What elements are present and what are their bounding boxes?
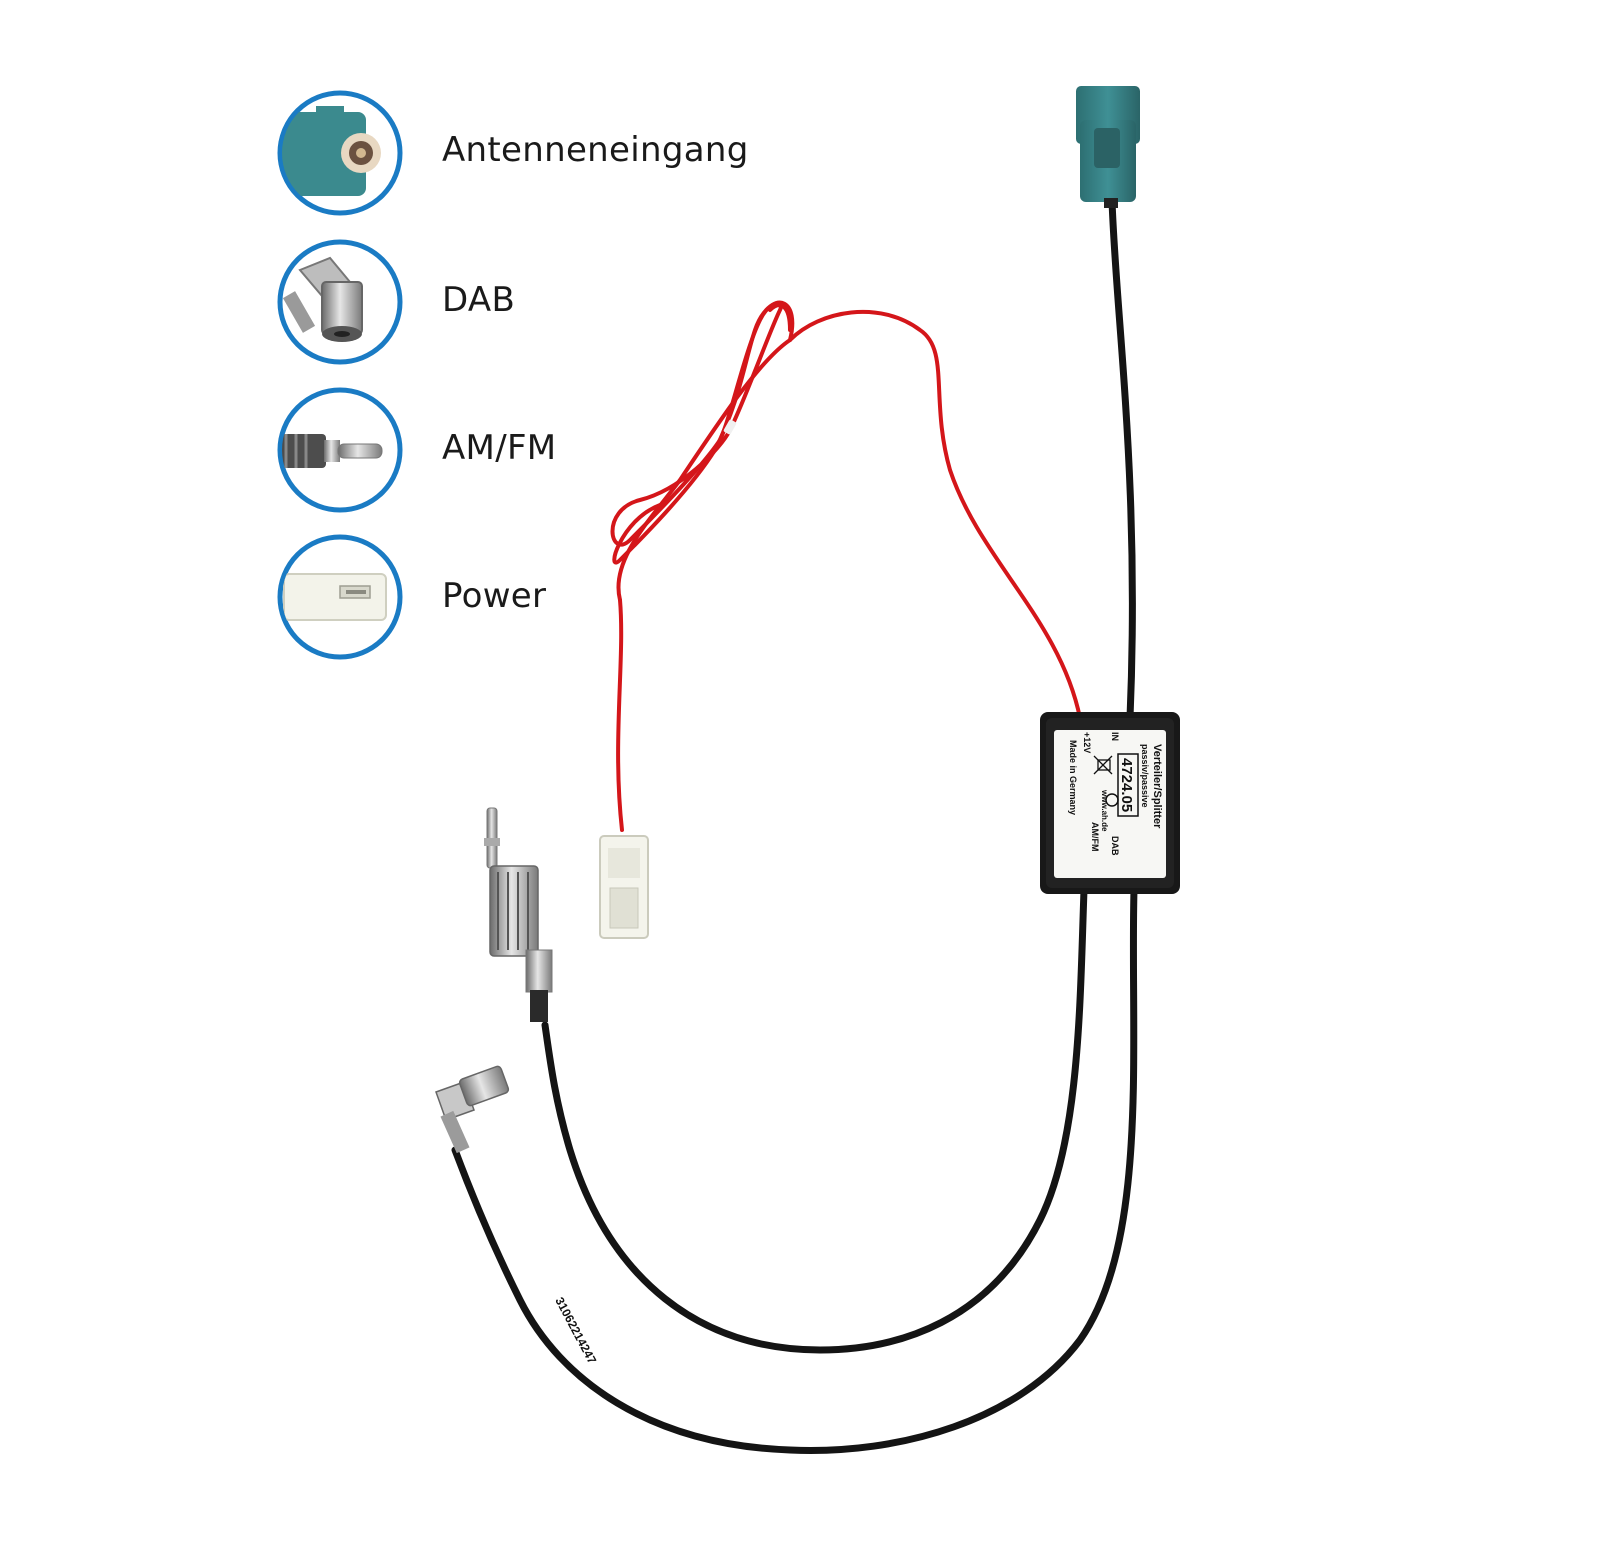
splitter-in-label: IN bbox=[1110, 732, 1120, 741]
amfm-cable bbox=[541, 886, 1088, 1354]
dab-smb-connector bbox=[435, 1065, 510, 1154]
smb-angled-connector-icon bbox=[277, 239, 403, 365]
dab-cable bbox=[451, 886, 1138, 1454]
weee-bin-icon bbox=[1093, 755, 1113, 775]
splitter-amfm-label: AM/FM bbox=[1090, 822, 1100, 852]
splitter-title: Verteiler/Splitter bbox=[1151, 744, 1163, 829]
fakra-antenna-connector bbox=[1076, 86, 1140, 208]
power-plug bbox=[599, 835, 649, 939]
splitter-subtitle: passiv/passive bbox=[1140, 744, 1150, 808]
legend-label-antenna-input: Antenneneingang bbox=[442, 130, 749, 170]
legend-label-dab: DAB bbox=[442, 280, 516, 320]
power-wire bbox=[610, 300, 1082, 832]
amfm-din-plug bbox=[484, 807, 553, 1022]
splitter-dab-label: DAB bbox=[1110, 836, 1120, 856]
splitter-box: Verteiler/Splitter passiv/passive 4724.0… bbox=[1040, 712, 1180, 894]
fakra-connector-icon bbox=[277, 90, 403, 216]
antenna-input-cable bbox=[1108, 196, 1136, 722]
splitter-model: 4724.05 bbox=[1118, 758, 1135, 812]
recycle-icon bbox=[1105, 793, 1119, 807]
legend-label-power: Power bbox=[442, 576, 547, 616]
din-plug-icon bbox=[277, 387, 403, 513]
cable-tie bbox=[723, 419, 737, 435]
power-connector-icon bbox=[277, 534, 403, 660]
legend-label-amfm: AM/FM bbox=[442, 428, 557, 468]
splitter-website: www.ah.de bbox=[1100, 789, 1109, 832]
splitter-origin: Made in Germany bbox=[1068, 740, 1078, 815]
splitter-power-label: +12V bbox=[1082, 732, 1092, 753]
